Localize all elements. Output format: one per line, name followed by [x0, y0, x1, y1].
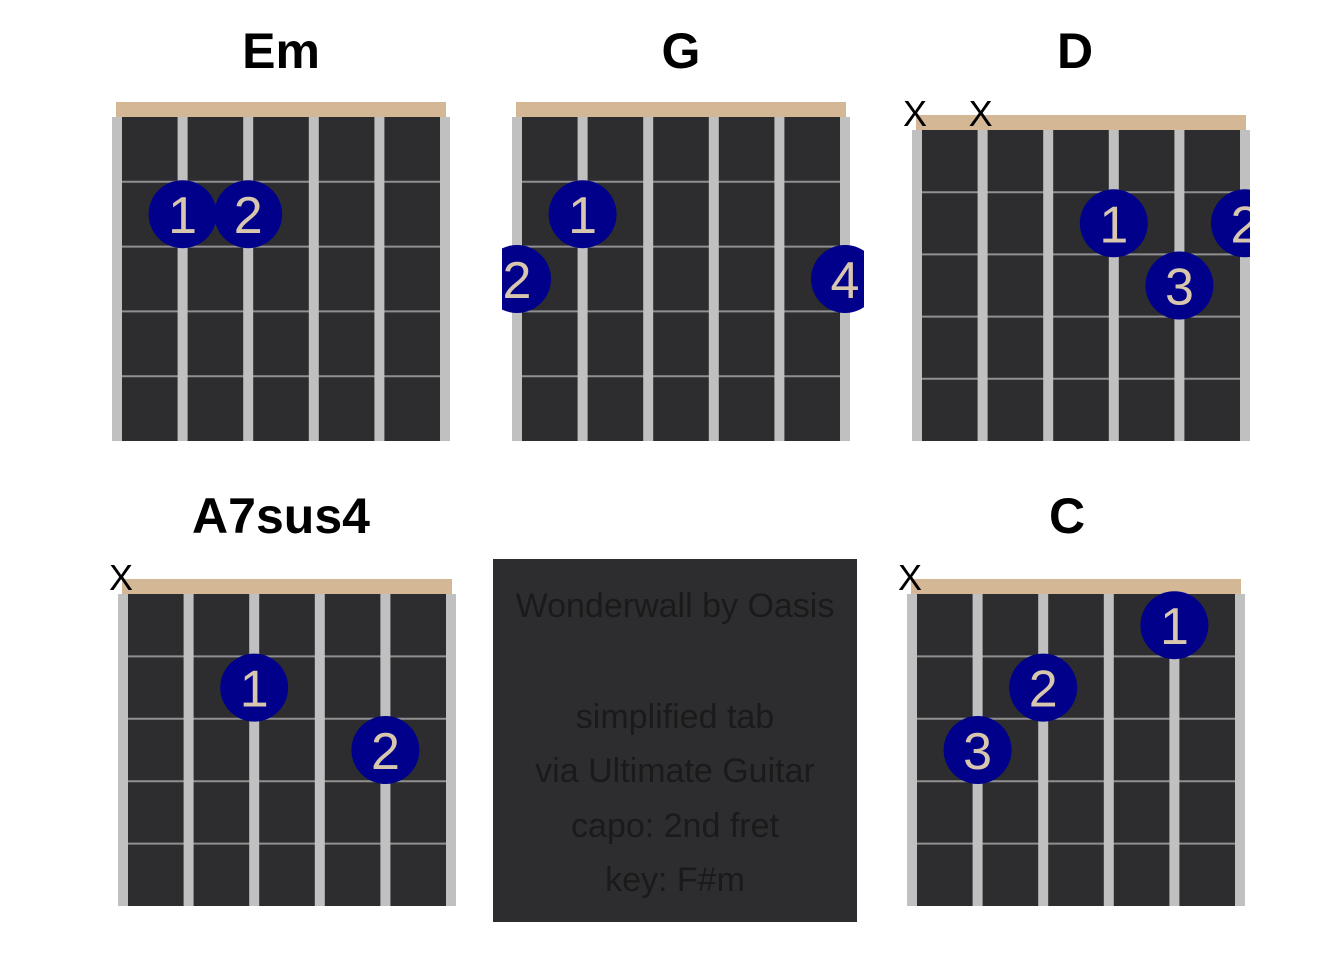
chord-title: C [1049, 488, 1085, 544]
finger-number: 3 [963, 723, 992, 781]
nut [122, 579, 452, 594]
chord-title: Em [242, 23, 320, 79]
string-line [977, 130, 988, 441]
string-line [249, 594, 260, 906]
string-line [1235, 594, 1245, 906]
muted-string-marker: X [109, 557, 133, 598]
muted-string-marker: X [898, 557, 922, 598]
nut [916, 115, 1246, 130]
finger-number: 1 [240, 661, 269, 719]
muted-string-marker: X [969, 93, 993, 134]
string-line [907, 594, 917, 906]
finger-number: 1 [1099, 196, 1128, 254]
finger-number: 1 [1160, 598, 1189, 656]
chord-diagram-d: D X X 1 23 [903, 23, 1260, 441]
finger-dot [1140, 591, 1209, 660]
string-line [1038, 594, 1049, 906]
string-line [314, 594, 325, 906]
string-line [643, 117, 654, 441]
finger-dot [943, 716, 1012, 784]
finger-number: 1 [168, 187, 197, 245]
finger-dot [351, 716, 420, 784]
finger-dots: 1 23 [1079, 189, 1260, 320]
info-box-background [493, 559, 857, 922]
finger-dots: 12 [220, 653, 420, 784]
nut [516, 102, 846, 117]
string-line [118, 594, 128, 906]
string-line [112, 117, 122, 441]
string-line [308, 117, 319, 441]
info-line-2: via Ultimate Guitar [535, 752, 815, 790]
finger-dot [214, 180, 283, 249]
finger-dot [811, 245, 864, 313]
info-title: Wonderwall by Oasis [516, 587, 835, 625]
string-line [446, 594, 456, 906]
string-line [1043, 130, 1054, 441]
string-line [1169, 594, 1180, 906]
string-line [243, 117, 254, 441]
finger-dot [1079, 189, 1148, 258]
finger-dot [1211, 189, 1250, 258]
string-line [912, 130, 922, 441]
nut [911, 579, 1241, 594]
finger-number: 2 [503, 252, 532, 310]
finger-number: 2 [1029, 661, 1058, 719]
chord-diagram-g: G 12 4 [502, 23, 864, 441]
chord-title: D [1057, 23, 1093, 79]
string-line [774, 117, 785, 441]
finger-number: 2 [234, 187, 263, 245]
finger-dot [502, 245, 551, 313]
info-line-3: capo: 2nd fret [571, 807, 779, 845]
string-line [708, 117, 719, 441]
finger-dot [220, 653, 289, 722]
string-line [374, 117, 385, 441]
finger-dots: 1 23 [943, 591, 1209, 784]
finger-dot [1009, 653, 1078, 722]
string-line [1240, 130, 1250, 441]
string-line [177, 117, 188, 441]
finger-dot [548, 180, 617, 249]
chord-diagram-c: C X 1 23 [898, 488, 1245, 906]
finger-number: 2 [1231, 196, 1260, 254]
string-line [1103, 594, 1114, 906]
finger-number: 3 [1165, 259, 1194, 317]
string-line [183, 594, 194, 906]
finger-number: 2 [371, 723, 400, 781]
finger-number: 1 [568, 187, 597, 245]
info-line-1: simplified tab [576, 698, 774, 736]
muted-string-marker: X [903, 93, 927, 134]
finger-number: 4 [831, 252, 860, 310]
string-line [577, 117, 588, 441]
chord-title: G [662, 23, 701, 79]
fretboard [117, 117, 445, 441]
string-line [1108, 130, 1119, 441]
info-box: Wonderwall by Oasis simplified tab via U… [493, 559, 857, 922]
chord-title: A7sus4 [192, 488, 370, 544]
finger-dot [148, 180, 217, 249]
string-line [440, 117, 450, 441]
info-line-4: key: F#m [605, 861, 745, 899]
finger-dots: 12 4 [502, 180, 864, 313]
finger-dot [1145, 251, 1214, 320]
nut [116, 102, 446, 117]
fretboard [517, 117, 845, 441]
